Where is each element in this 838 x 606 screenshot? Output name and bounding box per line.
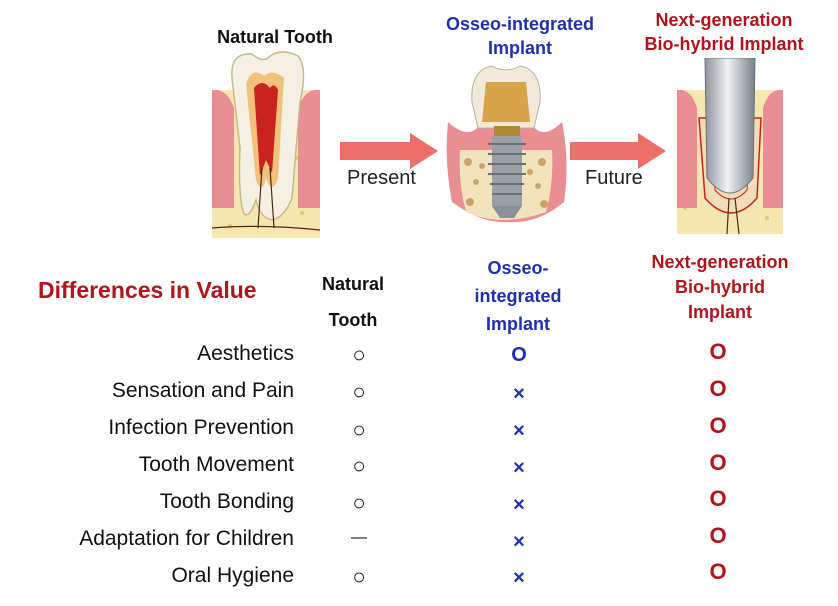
present-label: Present	[347, 167, 416, 189]
osseo-mark: ×	[513, 420, 525, 442]
col-header-osseo-line2: integrated	[474, 286, 562, 306]
col-header-bio-line2: Bio-hybrid	[675, 277, 765, 297]
osseo-mark: ×	[513, 383, 525, 405]
row-label: Adaptation for Children	[79, 527, 294, 550]
natural-mark: —	[351, 529, 367, 546]
bio-mark: O	[709, 339, 727, 364]
natural-tooth-title: Natural Tooth	[217, 27, 333, 47]
osseo-implant-illustration	[446, 65, 567, 223]
col-header-natural-line1: Natural	[321, 274, 384, 294]
osseo-title-line1: Osseo-integrated	[445, 14, 595, 34]
osseo-implant-title: Osseo-integrated Implant	[395, 12, 645, 60]
col-header-bio-hybrid: Next-generation Bio-hybrid Implant	[620, 250, 820, 325]
bio-mark: O	[709, 413, 727, 438]
col-header-osseo-implant: Osseo- integrated Implant	[448, 254, 588, 338]
natural-mark: ○	[352, 564, 366, 589]
col-header-natural-line2: Tooth	[328, 310, 378, 330]
row-label: Tooth Movement	[138, 453, 294, 476]
natural-mark: ○	[352, 490, 366, 515]
future-arrow	[570, 133, 666, 169]
present-arrow	[340, 133, 438, 169]
bio-title-line1: Next-generation	[655, 10, 793, 30]
row-label: Oral Hygiene	[171, 564, 294, 587]
bio-hybrid-implant-illustration	[677, 58, 783, 234]
bio-mark: O	[709, 376, 727, 401]
natural-mark: ○	[352, 453, 366, 478]
bio-hybrid-title: Next-generation Bio-hybrid Implant	[610, 8, 838, 56]
bio-mark: O	[709, 450, 727, 475]
osseo-title-line2: Implant	[487, 38, 552, 58]
col-header-bio-line1: Next-generation	[651, 252, 789, 272]
osseo-mark: ×	[513, 494, 525, 516]
col-header-osseo-line1: Osseo-	[487, 258, 549, 278]
row-label: Tooth Bonding	[159, 490, 294, 513]
osseo-mark: O	[511, 344, 527, 366]
col-header-bio-line3: Implant	[687, 302, 752, 322]
differences-in-value-title: Differences in Value	[38, 277, 257, 303]
osseo-mark: ×	[513, 531, 525, 553]
natural-mark: ○	[352, 379, 366, 404]
natural-tooth-illustration	[212, 51, 321, 238]
row-label: Sensation and Pain	[111, 379, 294, 402]
natural-mark: ○	[352, 417, 366, 442]
col-header-natural-tooth: Natural Tooth	[300, 266, 406, 338]
bio-mark: O	[709, 523, 727, 548]
bio-mark: O	[709, 486, 727, 511]
future-label: Future	[585, 167, 643, 189]
osseo-mark: ×	[513, 567, 525, 589]
natural-mark: ○	[352, 342, 366, 367]
osseo-mark: ×	[513, 457, 525, 479]
bio-mark: O	[709, 559, 727, 584]
row-label: Infection Prevention	[108, 416, 294, 439]
row-label: Aesthetics	[197, 342, 294, 365]
col-header-osseo-line3: Implant	[485, 314, 550, 334]
bio-title-line2: Bio-hybrid Implant	[644, 34, 804, 54]
